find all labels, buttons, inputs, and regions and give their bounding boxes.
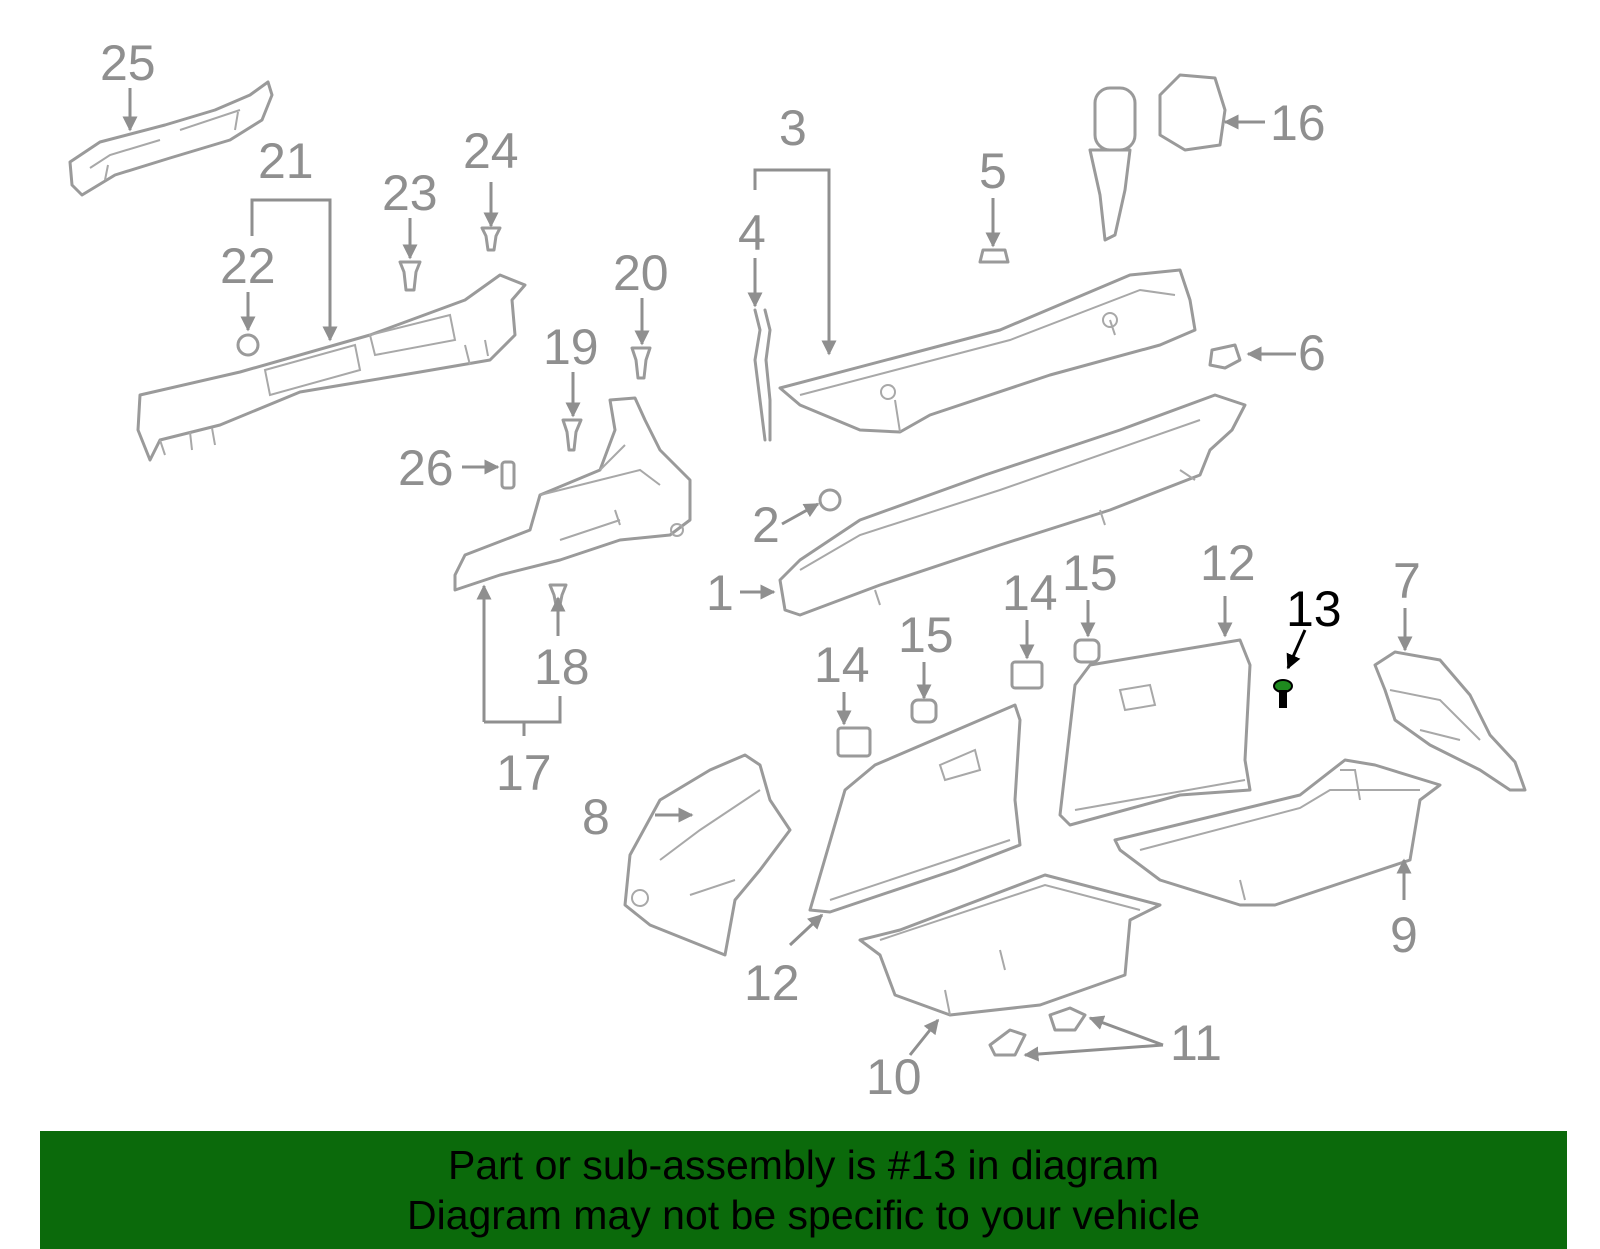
part-25-trim-strip (68, 80, 274, 197)
part-12-cover-right (1058, 638, 1252, 827)
part-19-clip (561, 418, 583, 452)
callout-22: 22 (220, 238, 276, 294)
part-12-cover-left (808, 703, 1022, 914)
callout-14-left: 14 (814, 637, 870, 693)
callout-13: 13 (1286, 581, 1342, 637)
callout-12-left: 12 (744, 955, 800, 1011)
callout-16: 16 (1270, 95, 1326, 151)
part-26-clip (500, 460, 516, 490)
part-21-side-trim-panel (136, 273, 527, 462)
part-6-clip (1208, 343, 1242, 370)
part-1-rear-panel-trim (778, 393, 1247, 617)
part-8-wheelhouse-trim (623, 753, 792, 957)
callout-26: 26 (398, 440, 454, 496)
part-15-cap-right (1073, 638, 1101, 664)
callout-9: 9 (1390, 907, 1418, 963)
callout-23: 23 (382, 165, 438, 221)
callout-21: 21 (258, 133, 314, 189)
callout-20: 20 (613, 245, 669, 301)
part-7-quarter-trim-right (1373, 650, 1527, 792)
part-17-quarter-trim (453, 396, 692, 592)
part-22-clip (236, 333, 260, 357)
part-15-cap-left (910, 698, 938, 724)
leader-lines (122, 88, 1413, 1062)
part-11-clips (988, 1006, 1087, 1057)
part-10-storage-tray (858, 873, 1162, 1017)
callout-15-right: 15 (1062, 545, 1118, 601)
callout-1: 1 (706, 565, 734, 621)
part-4-strap (753, 308, 772, 442)
callout-labels: 25 21 22 23 24 20 19 26 18 17 3 4 5 16 6… (100, 35, 1421, 1105)
part-16-lock-and-key (1088, 73, 1227, 242)
callout-4: 4 (738, 205, 766, 261)
callout-5: 5 (979, 143, 1007, 199)
part-14-clip-left (836, 726, 872, 758)
callout-18: 18 (534, 639, 590, 695)
part-13-bolt (1273, 679, 1293, 708)
callout-17: 17 (496, 745, 552, 801)
info-banner: Part or sub-assembly is #13 in diagram D… (40, 1131, 1567, 1249)
part-24-clip (480, 226, 502, 252)
callout-10: 10 (866, 1049, 922, 1105)
part-23-clip (398, 260, 422, 292)
part-5-grommet (978, 248, 1010, 264)
callout-12-right: 12 (1200, 535, 1256, 591)
callout-19: 19 (543, 319, 599, 375)
callout-6: 6 (1298, 325, 1326, 381)
part-2-grommet (818, 488, 842, 512)
callout-14-right: 14 (1002, 565, 1058, 621)
callout-24: 24 (463, 123, 519, 179)
part-20-clip (630, 346, 652, 380)
banner-line-1: Part or sub-assembly is #13 in diagram (448, 1142, 1159, 1188)
callout-25: 25 (100, 35, 156, 91)
callout-11: 11 (1170, 1015, 1222, 1071)
callout-2: 2 (752, 497, 780, 553)
callout-15-left: 15 (898, 607, 954, 663)
callout-8: 8 (582, 789, 610, 845)
part-3-package-tray (778, 268, 1197, 434)
callout-7: 7 (1393, 553, 1421, 609)
banner-line-2: Diagram may not be specific to your vehi… (406, 1192, 1200, 1238)
callout-3: 3 (779, 100, 807, 156)
part-14-clip-right (1010, 660, 1044, 690)
